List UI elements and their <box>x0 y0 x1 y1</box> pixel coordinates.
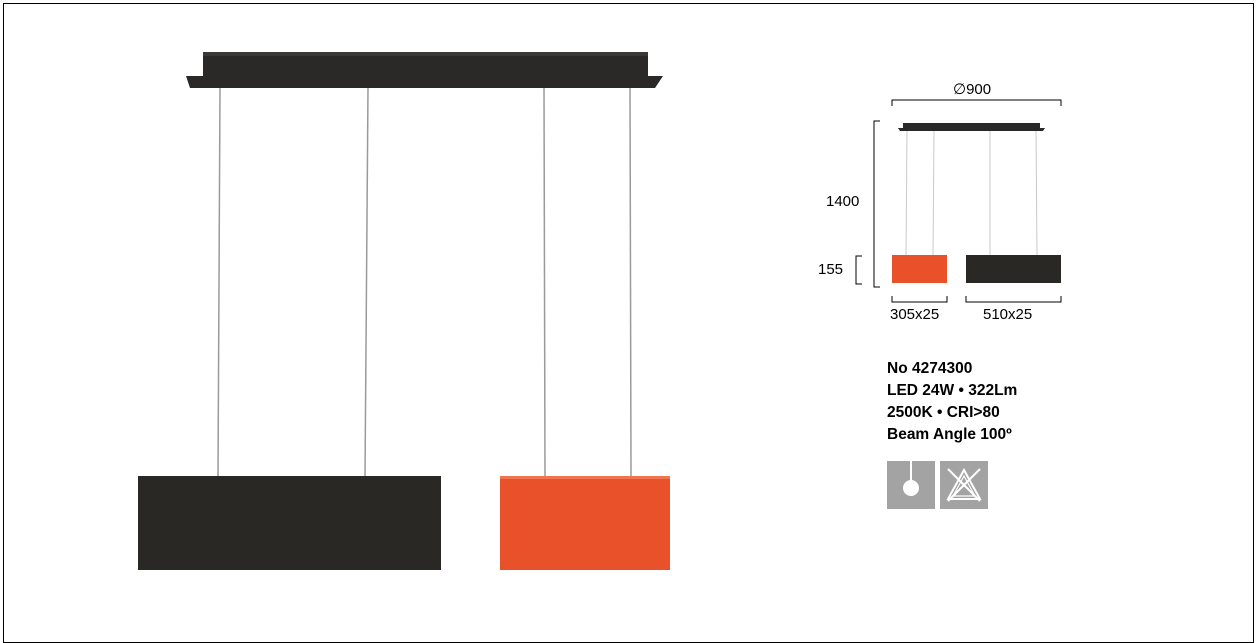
drawing-orange-shade <box>892 255 947 283</box>
orange-shade-highlight <box>500 476 670 479</box>
orange-width-bracket <box>891 296 948 303</box>
pendant-mount-icon <box>887 461 935 509</box>
spec-block: No 4274300 LED 24W • 322Lm 2500K • CRI>8… <box>887 358 1017 446</box>
orange-shade-size-label: 305x25 <box>890 306 940 323</box>
suspension-wire <box>629 87 632 477</box>
orange-shade <box>500 476 670 570</box>
product-number: No 4274300 <box>887 360 973 377</box>
drawing-canopy <box>898 123 1045 131</box>
suspension-wire <box>543 87 546 477</box>
suspension-wire <box>364 87 369 477</box>
color-rendering: 2500K • CRI>80 <box>887 404 1000 421</box>
drawing-black-shade <box>966 255 1061 283</box>
ceiling-canopy <box>186 52 663 88</box>
black-width-bracket <box>965 296 1062 303</box>
shade-height-bracket <box>855 255 862 285</box>
beam-angle: Beam Angle 100º <box>887 426 1012 443</box>
shade-height-label: 155 <box>818 261 844 278</box>
diameter-label: ∅900 <box>953 81 992 98</box>
product-illustration <box>138 52 670 570</box>
height-label: 1400 <box>826 193 860 210</box>
power-rating: LED 24W • 322Lm <box>887 382 1018 399</box>
canopy-top-edge <box>203 52 648 56</box>
black-shade <box>138 476 441 570</box>
dimension-drawing <box>855 99 1062 303</box>
diameter-bracket <box>891 99 1062 106</box>
height-bracket <box>873 120 880 288</box>
black-shade-size-label: 510x25 <box>983 306 1033 323</box>
no-covering-insulation-icon <box>940 461 988 509</box>
suspension-wire <box>217 87 221 477</box>
